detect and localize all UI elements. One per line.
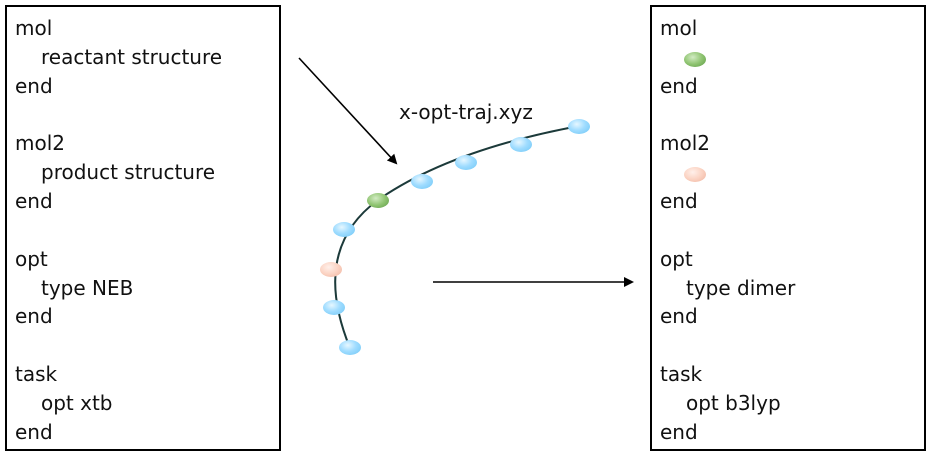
- end-keyword: end: [660, 74, 698, 98]
- end-keyword: end: [660, 304, 698, 328]
- mol2-keyword: mol2: [660, 131, 710, 155]
- end-keyword: end: [660, 189, 698, 213]
- mol2-keyword: mol2: [15, 131, 65, 155]
- path-image-dot: [455, 155, 477, 170]
- task-keyword: task: [660, 362, 703, 386]
- task-keyword: task: [15, 362, 58, 386]
- reactant-image-dot: [367, 193, 389, 208]
- type-dimer-text: type dimer: [686, 276, 796, 300]
- reactant-structure-text: reactant structure: [41, 45, 223, 69]
- path-image-dot: [510, 137, 532, 152]
- path-image-dot: [323, 300, 345, 315]
- product-structure-text: product structure: [41, 160, 216, 184]
- end-keyword: end: [15, 74, 53, 98]
- opt-keyword: opt: [660, 247, 693, 271]
- path-image-dot: [411, 174, 433, 189]
- end-keyword: end: [15, 420, 53, 444]
- product-image-dot: [320, 262, 342, 277]
- mol-keyword: mol: [660, 16, 698, 40]
- opt-keyword: opt: [15, 247, 48, 271]
- path-image-dot: [339, 340, 361, 355]
- input-to-trajectory-arrow: [298, 57, 398, 165]
- end-keyword: end: [15, 189, 53, 213]
- trajectory-file-label: x-opt-traj.xyz: [399, 100, 533, 124]
- mol-keyword: mol: [15, 16, 53, 40]
- end-keyword: end: [660, 420, 698, 444]
- end-keyword: end: [15, 304, 53, 328]
- type-neb-text: type NEB: [41, 276, 134, 300]
- product-molecule-icon: [684, 167, 706, 182]
- opt-xtb-text: opt xtb: [41, 391, 113, 415]
- path-image-dot: [333, 222, 355, 237]
- path-image-dot: [568, 119, 590, 134]
- neb-input-panel: mol reactant structure end mol2 product …: [5, 5, 281, 451]
- opt-b3lyp-text: opt b3lyp: [686, 391, 781, 415]
- dimer-input-panel: mol end mol2 end opt type dimer end task…: [650, 5, 926, 451]
- reactant-molecule-icon: [684, 52, 706, 67]
